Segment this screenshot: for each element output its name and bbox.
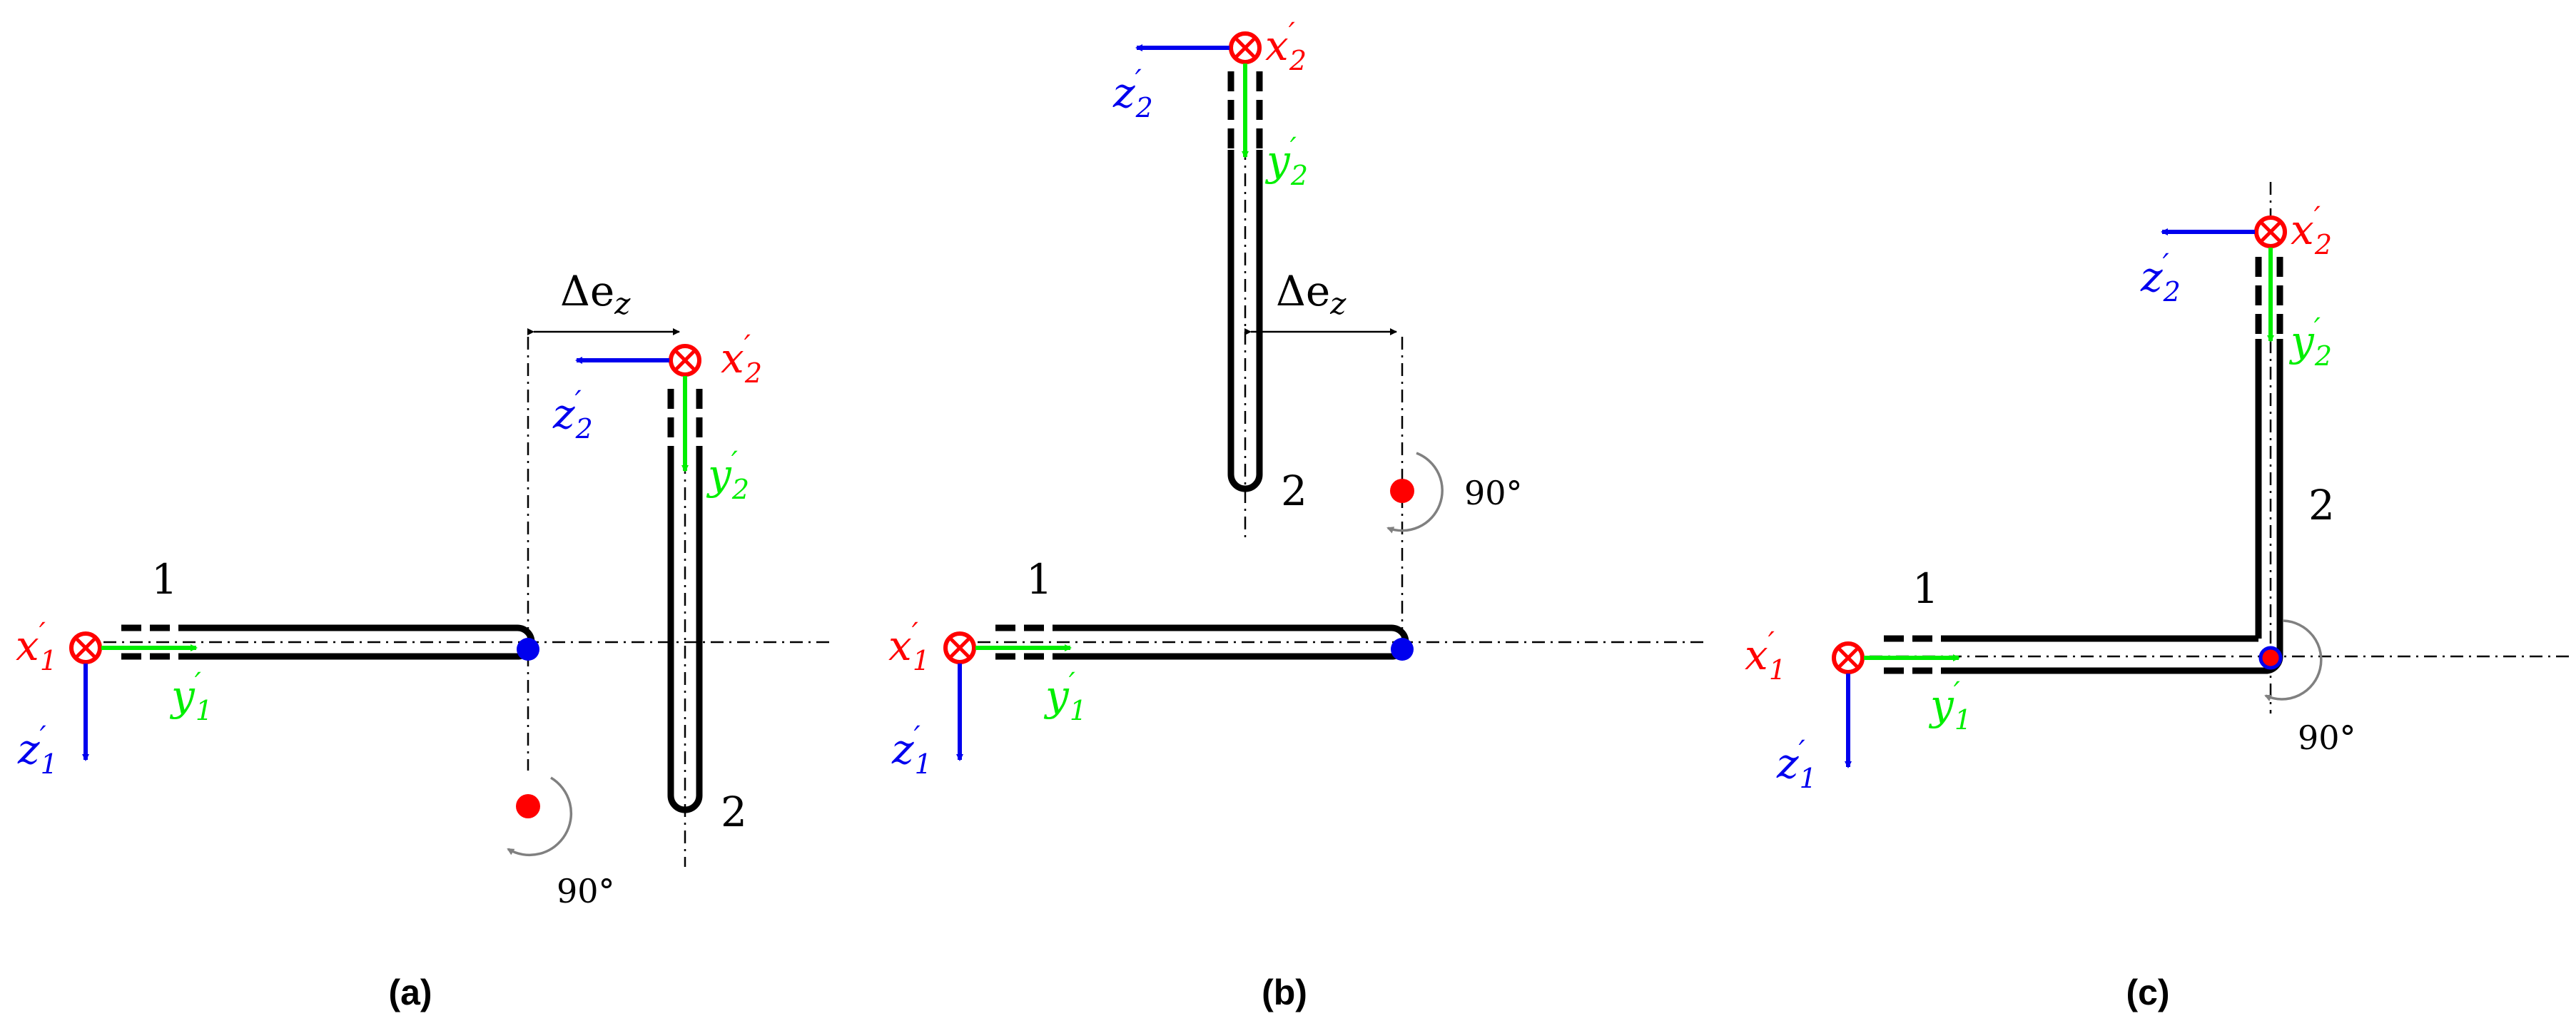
- red-rotation-point: [1390, 479, 1414, 503]
- x2-label: x′2: [721, 330, 762, 389]
- z2-label: z′2: [1112, 64, 1153, 123]
- z2-label: z′2: [552, 385, 593, 445]
- y2-label: y′2: [2288, 313, 2332, 372]
- z1-label: z′1: [891, 721, 932, 780]
- y1-label: y′1: [1043, 667, 1087, 726]
- local-frame-1: x′1 y′1 z′1: [1745, 626, 1972, 794]
- offset-label: Δez: [1276, 267, 1347, 321]
- y2-label: y′2: [706, 446, 749, 505]
- beam-2-number: 2: [2308, 481, 2335, 529]
- beam-1-number: 1: [1026, 555, 1053, 604]
- x1-label: x′1: [16, 617, 57, 676]
- angle-label: 90°: [557, 872, 615, 910]
- angle-label: 90°: [2298, 718, 2356, 757]
- y1-label: y′1: [1928, 676, 1972, 736]
- panel-b: Δez 90° x′1 y′1 z′1 x′2 z′2 y′2 1 2 (b): [888, 17, 1705, 1012]
- node-overlap: [2258, 646, 2283, 670]
- caption: (c): [2126, 972, 2169, 1012]
- rotation-arrow: [507, 776, 572, 857]
- local-frame-1: x′1 y′1 z′1: [16, 617, 213, 780]
- beam-1-number: 1: [1912, 564, 1939, 613]
- z1-label: z′1: [1776, 735, 1817, 794]
- blue-node: [517, 638, 539, 661]
- offset-label: Δez: [560, 267, 631, 321]
- y1-label: y′1: [169, 667, 213, 726]
- rotation-arrow: [2264, 619, 2323, 701]
- beam-2-number: 2: [721, 788, 747, 836]
- beam-2: [1227, 150, 1263, 492]
- red-rotation-point: [516, 794, 540, 818]
- x2-label: x′2: [2291, 201, 2332, 260]
- x2-label: x′2: [1265, 17, 1307, 76]
- beam-2-number: 2: [1281, 467, 1307, 515]
- rotation-arrow: [1386, 452, 1444, 534]
- x1-label: x′1: [1745, 626, 1786, 686]
- y2-label: y′2: [1264, 132, 1308, 191]
- caption: (a): [388, 972, 432, 1012]
- local-frame-2: x′2 z′2 y′2: [552, 330, 762, 505]
- local-frame-2: x′2 z′2 y′2: [1112, 17, 1308, 191]
- local-frame-1: x′1 y′1 z′1: [888, 617, 1087, 780]
- beam-1-number: 1: [151, 555, 178, 604]
- x1-label: x′1: [888, 617, 930, 676]
- local-frame-2: x′2 z′2 y′2: [2140, 201, 2332, 372]
- blue-node: [1391, 638, 1414, 661]
- z1-label: z′1: [17, 721, 58, 780]
- z2-label: z′2: [2140, 248, 2181, 308]
- angle-label: 90°: [1464, 474, 1523, 512]
- beam-outer-l: [1948, 339, 2283, 674]
- panel-a: Δez 90° x′1 y′1 z′1 x′2 z′2 y′2: [16, 267, 831, 1012]
- panel-c: 90° x′1 y′1 z′1 x′2 z′2 y′2 1 2 (c): [1745, 182, 2572, 1012]
- caption: (b): [1262, 972, 1307, 1012]
